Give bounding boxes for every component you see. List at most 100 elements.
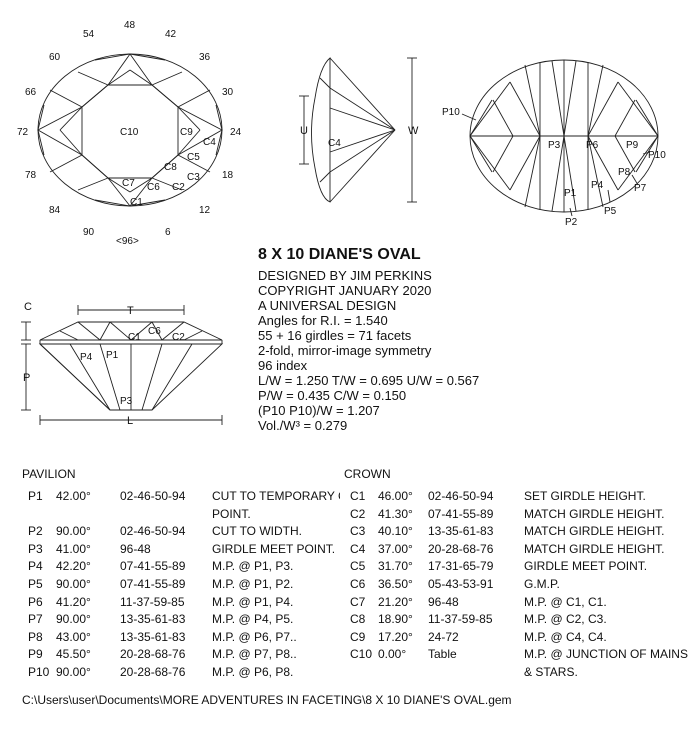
pavilion-view-diagram: P10 P3 P6 P9 P10 P8 P7 P1 P4 P5 P2 [442,59,666,228]
cell-angle: 37.00° [378,541,413,556]
facet-label: C3 [187,172,200,183]
cell-angle: 41.20° [56,594,91,609]
cell-angle: 90.00° [56,612,91,627]
facet-label: C7 [122,178,135,189]
cell-facet: C1 [350,489,366,503]
index-label: 6 [165,227,171,238]
cell-note: CUT TO WIDTH. [212,524,302,539]
facet-label: C6 [147,182,160,193]
index-label: 18 [222,170,234,181]
cell-index: 17-31-65-79 [428,559,494,574]
facet-label: C4 [203,137,216,148]
table-heading: CROWN [344,467,391,481]
cell-angle: 90.00° [56,665,91,679]
cell-index: 05-43-53-91 [428,577,494,591]
cell-facet: P3 [28,541,43,556]
index-label: 66 [25,87,37,98]
cell-note: MATCH GIRDLE HEIGHT. [524,506,665,521]
cell-note: MATCH GIRDLE HEIGHT. [524,541,665,556]
info-line: A UNIVERSAL DESIGN [258,298,397,313]
index-label: 24 [230,127,242,138]
cell-facet: C4 [350,541,366,556]
cell-note: M.P. @ C1, C1. [524,594,607,609]
cell-index: 13-35-61-83 [120,612,186,627]
cell-index: 11-37-59-85 [428,612,493,627]
cell-note: M.P. @ P7, P8.. [212,647,297,662]
cell-angle: 42.20° [56,559,91,574]
cell-angle: 41.30° [378,506,413,521]
cell-angle: 45.50° [56,647,91,662]
top-view-labels: 48 42 36 30 24 18 12 6 90 84 78 72 66 60… [17,20,242,247]
facet-label: C2 [172,332,185,343]
cell-angle: 36.50° [378,577,413,591]
cell-note: & STARS. [524,665,578,679]
cell-note: M.P. @ P1, P2. [212,577,294,591]
cell-index: 02-46-50-94 [120,524,186,539]
cell-note: M.P. @ P4, P5. [212,612,294,627]
cell-note: GIRDLE MEET POINT. [212,541,336,556]
cell-angle: 31.70° [378,559,413,574]
cell-facet: C10 [350,647,373,662]
cell-index: 07-41-55-89 [120,577,186,591]
cell-angle: 21.20° [378,594,413,609]
cell-index: 02-46-50-94 [120,489,186,503]
file-path: C:\Users\user\Documents\MORE ADVENTURES … [22,693,512,707]
facet-label: P10 [442,107,460,118]
cell-facet: P2 [28,524,43,539]
cell-facet: C5 [350,559,366,574]
index-label: 36 [199,52,211,63]
design-title: 8 X 10 DIANE'S OVAL [258,246,421,263]
facet-label: C5 [187,152,200,163]
info-line: COPYRIGHT JANUARY 2020 [258,283,432,298]
cell-note: CUT TO TEMPORARY CEN [212,489,340,503]
facet-label: P3 [120,396,133,407]
cell-angle: 43.00° [56,629,91,644]
facet-label: P5 [604,206,617,217]
cell-facet: P7 [28,612,43,627]
index-label: 54 [83,29,95,40]
index-center-label: <96> [116,236,139,247]
cell-angle: 90.00° [56,524,91,539]
cell-index: 11-37-59-85 [120,594,185,609]
index-label: 30 [222,87,234,98]
cell-facet: P4 [28,559,43,574]
facet-label: P1 [564,188,577,199]
info-line: (P10 P10)/W = 1.207 [258,403,380,418]
index-label: 84 [49,205,61,216]
cell-index: 20-28-68-76 [120,665,186,679]
cell-note: M.P. @ P1, P3. [212,559,294,574]
cell-facet: P10 [28,665,50,679]
info-line: Vol./W³ = 0.279 [258,418,348,433]
profile-view-diagram: C T P L C1 C6 C2 P4 P1 P3 [21,301,224,427]
cell-index: Table [428,647,457,662]
index-label: 60 [49,52,61,63]
facet-label: P8 [618,167,631,178]
side-view-diagram: U W C4 [299,57,419,203]
index-label: 12 [199,205,211,216]
index-label: 48 [124,20,136,31]
cell-facet: C8 [350,612,366,627]
cell-index: 96-48 [428,594,459,609]
cell-index: 24-72 [428,629,459,644]
cell-facet: C9 [350,629,366,644]
cell-note: SET GIRDLE HEIGHT. [524,489,646,503]
cell-facet: P9 [28,647,43,662]
cell-note: M.P. @ C4, C4. [524,629,607,644]
design-info: 8 X 10 DIANE'S OVAL DESIGNED BY JIM PERK… [258,244,479,433]
cell-facet: C3 [350,524,366,539]
l-dimension-label: L [127,415,133,427]
cell-index: 20-28-68-76 [428,541,494,556]
w-dimension-label: W [408,125,419,137]
cell-facet: P5 [28,577,43,591]
t-dimension-label: T [127,305,134,317]
cell-facet: P8 [28,629,43,644]
cell-note: M.P. @ JUNCTION OF MAINS [524,647,688,662]
cell-angle: 40.10° [378,524,413,539]
cell-facet: C6 [350,577,366,591]
cell-note: M.P. @ C2, C3. [524,612,607,627]
facet-label: P10 [648,150,666,161]
cell-facet: C7 [350,594,366,609]
facet-label: C1 [130,197,143,208]
